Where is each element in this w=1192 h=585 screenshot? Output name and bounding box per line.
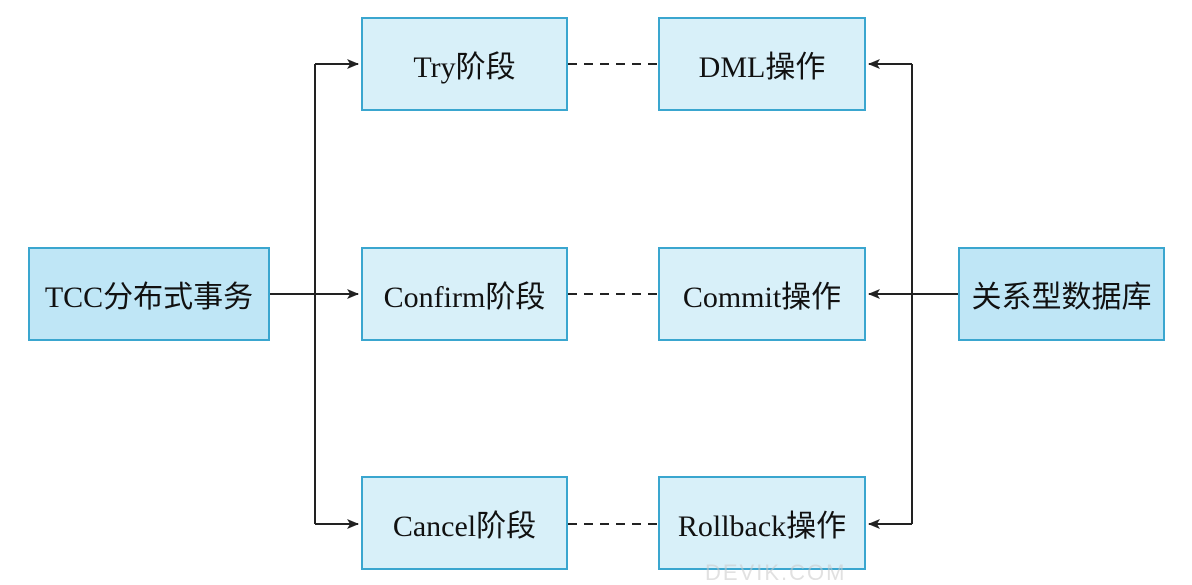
watermark: DEVIK.COM	[705, 560, 847, 585]
node-relational-database: 关系型数据库	[958, 247, 1165, 341]
node-dml-operation: DML操作	[658, 17, 866, 111]
node-confirm-phase: Confirm阶段	[361, 247, 568, 341]
node-try-phase: Try阶段	[361, 17, 568, 111]
node-tcc-distributed-transaction: TCC分布式事务	[28, 247, 270, 341]
node-cancel-phase: Cancel阶段	[361, 476, 568, 570]
node-commit-operation: Commit操作	[658, 247, 866, 341]
node-rollback-operation: Rollback操作	[658, 476, 866, 570]
